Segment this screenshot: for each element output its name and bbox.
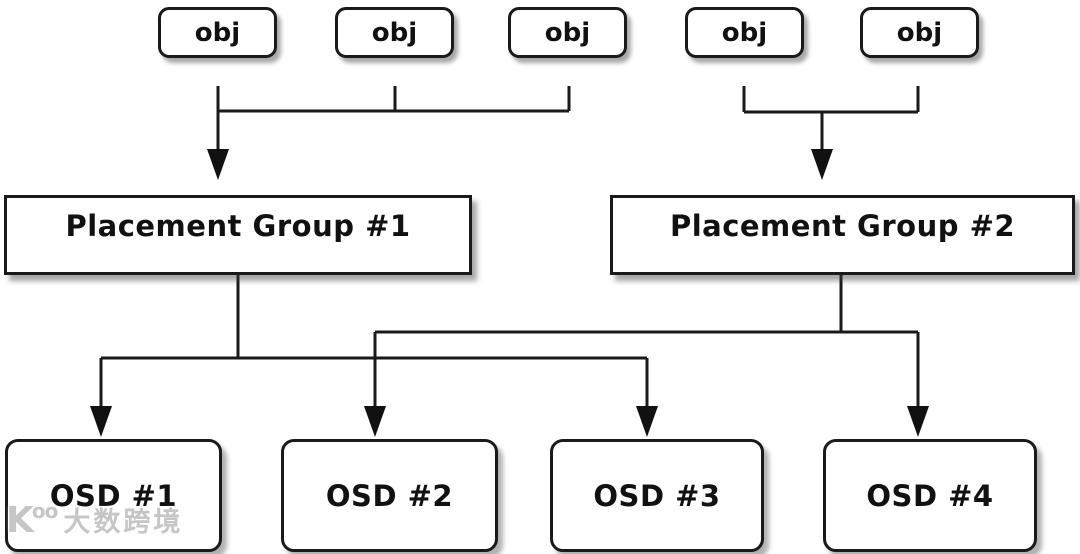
obj-node-2-label: obj bbox=[371, 17, 418, 48]
osd-3-node: OSD #3 bbox=[550, 439, 764, 552]
placement-group-1-label: Placement Group #1 bbox=[65, 209, 411, 243]
watermark-logo-icon: Koo bbox=[6, 498, 59, 541]
obj-node-3-label: obj bbox=[544, 17, 591, 48]
arrowhead-to-pg2 bbox=[811, 149, 833, 180]
obj-node-1: obj bbox=[158, 7, 277, 58]
placement-group-1-node: Placement Group #1 bbox=[4, 195, 472, 275]
arrowhead-to-osd4 bbox=[907, 406, 929, 437]
osd-2-label: OSD #2 bbox=[325, 478, 454, 513]
watermark: Koo 大数跨境 bbox=[6, 500, 183, 539]
obj-node-4-label: obj bbox=[721, 17, 768, 48]
osd-3-label: OSD #3 bbox=[593, 478, 721, 513]
watermark-logo-circles: oo bbox=[31, 498, 59, 523]
osd-2-node: OSD #2 bbox=[281, 439, 498, 552]
arrowhead-to-pg1 bbox=[207, 149, 229, 180]
obj-node-5: obj bbox=[860, 7, 979, 58]
arrowhead-to-osd3 bbox=[636, 406, 658, 437]
obj-node-5-label: obj bbox=[896, 17, 943, 48]
osd-4-label: OSD #4 bbox=[866, 478, 994, 513]
obj-node-2: obj bbox=[335, 7, 454, 58]
arrowhead-to-osd2 bbox=[364, 406, 386, 437]
osd-1-label: OSD #1 bbox=[49, 478, 178, 513]
watermark-text: 大数跨境 bbox=[63, 507, 184, 538]
obj-node-3: obj bbox=[508, 7, 627, 58]
obj-node-4: obj bbox=[685, 7, 804, 58]
arrowhead-to-osd1 bbox=[90, 406, 112, 437]
osd-1-node: OSD #1 bbox=[5, 439, 222, 552]
placement-group-2-node: Placement Group #2 bbox=[610, 195, 1075, 275]
placement-group-2-label: Placement Group #2 bbox=[669, 209, 1016, 243]
osd-4-node: OSD #4 bbox=[823, 439, 1037, 552]
obj-node-1-label: obj bbox=[194, 17, 241, 48]
